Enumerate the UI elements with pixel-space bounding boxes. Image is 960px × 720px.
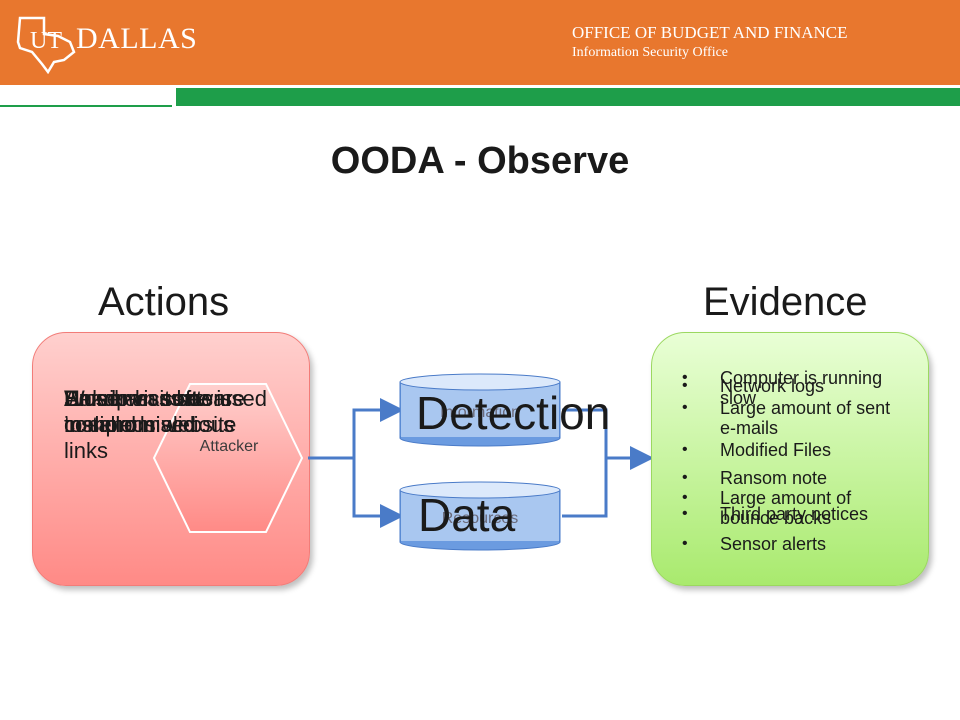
header-divider-white [0, 85, 172, 107]
header-divider-green-left [0, 105, 172, 107]
information-cylinder-label: Information [439, 404, 521, 421]
action-text-4: Email accounts used to send malicious li… [64, 386, 267, 463]
information-cylinder-icon [399, 373, 561, 447]
logo-ut: UT [30, 28, 62, 54]
action-text-3: Server has been compromised [64, 386, 226, 437]
action-text-1: A user visits a malicious website [64, 386, 237, 437]
texas-outline-logo-icon: UT [16, 16, 76, 74]
slide-title: OODA - Observe [330, 140, 630, 182]
evidence-panel [651, 332, 929, 586]
resources-cylinder-icon [399, 481, 561, 551]
data-overlay-label: Data [418, 489, 516, 541]
action-text-5: Unknown software installed [64, 386, 245, 437]
office-block: OFFICE OF BUDGET AND FINANCE Information… [572, 22, 848, 62]
actions-heading: Actions [98, 280, 230, 324]
evidence-heading: Evidence [703, 280, 868, 324]
office-title: OFFICE OF BUDGET AND FINANCE [572, 23, 848, 42]
header-bar: UT DALLAS OFFICE OF BUDGET AND FINANCE I… [0, 0, 960, 85]
attacker-hexagon-icon [152, 383, 304, 533]
header-divider-green [176, 88, 960, 106]
action-text-2: Wordpress site is compromised [64, 386, 233, 437]
resources-cylinder-label: Resources [441, 510, 519, 527]
office-subtitle: Information Security Office [572, 45, 729, 60]
detection-overlay-label: Detection [416, 387, 611, 439]
logo-dallas-text: DALLAS [76, 22, 198, 55]
attacker-label: Attacker [199, 438, 259, 455]
